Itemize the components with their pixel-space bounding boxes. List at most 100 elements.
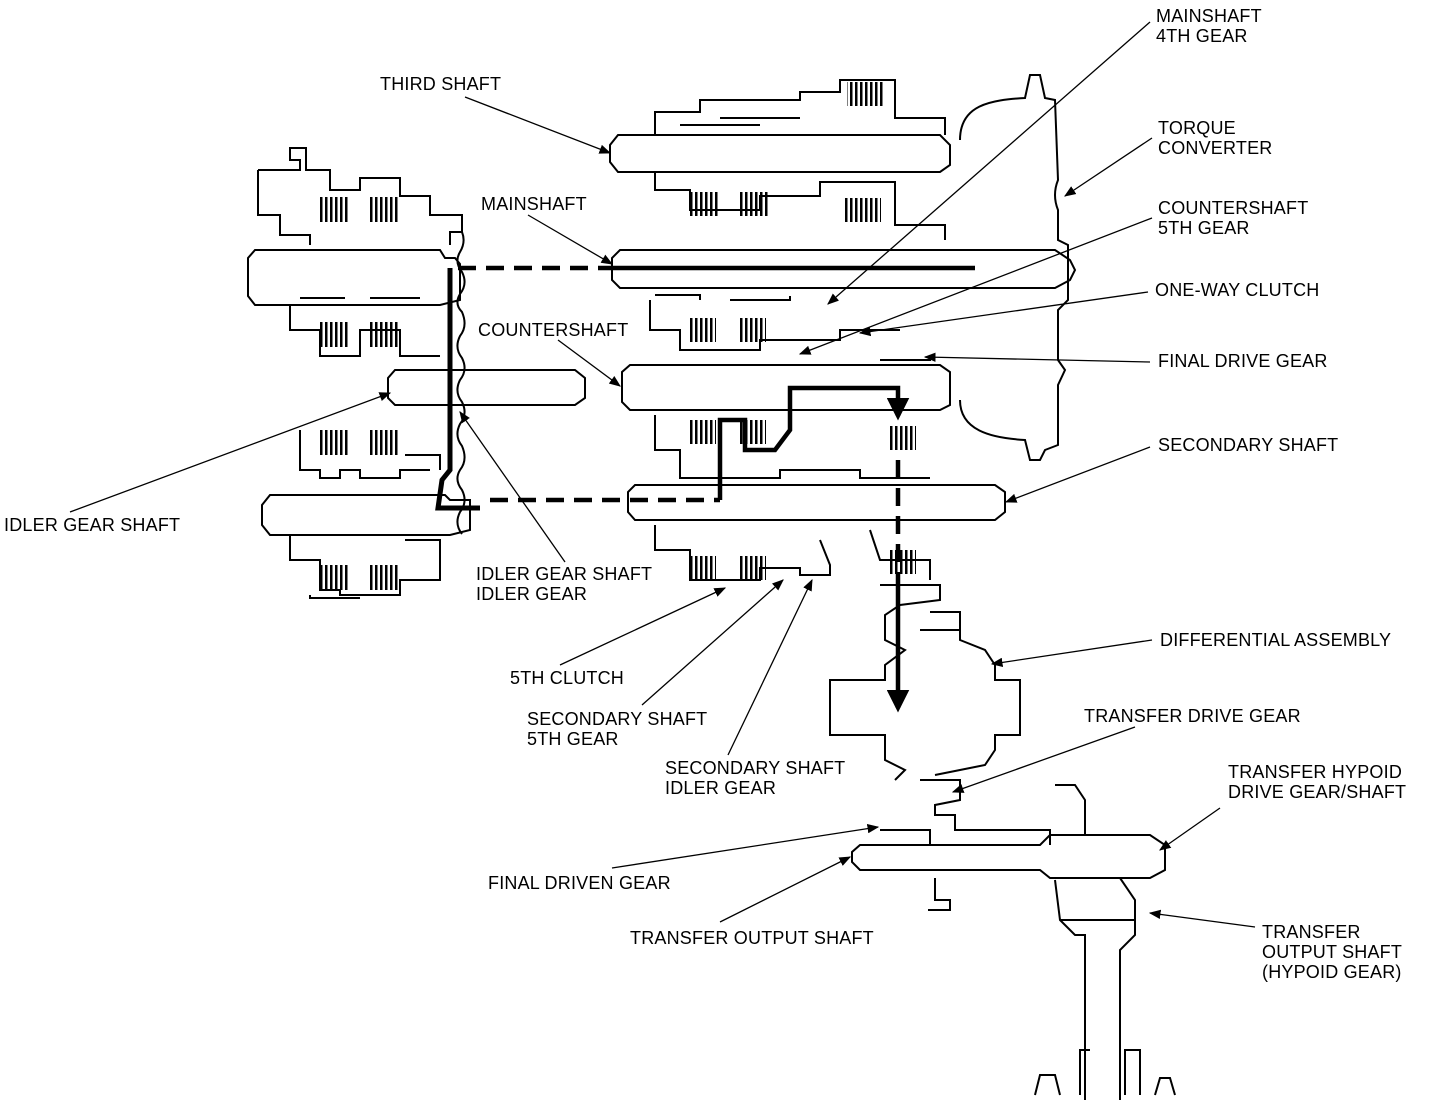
power-flow-path — [435, 265, 975, 713]
label-line: MAINSHAFT — [481, 194, 587, 214]
leader-secondary-shaft — [1004, 446, 1151, 503]
label-line: COUNTERSHAFT — [478, 320, 629, 340]
label-line: SECONDARY SHAFT — [527, 709, 708, 729]
label-line: DIFFERENTIAL ASSEMBLY — [1160, 630, 1392, 650]
leader-5th-clutch — [559, 587, 727, 666]
torque-converter-housing — [959, 74, 1069, 461]
leader-final-drive-gear — [923, 352, 1151, 363]
third-shaft-clutch-pack-3 — [740, 192, 768, 216]
left-clutch-pack-1 — [320, 197, 348, 222]
label-line: THIRD SHAFT — [380, 74, 502, 94]
label-line: IDLER GEAR SHAFT — [476, 564, 653, 584]
label-differential-assembly: DIFFERENTIAL ASSEMBLY — [1160, 630, 1391, 650]
label-third-shaft: THIRD SHAFT — [380, 74, 501, 94]
label-line: FINAL DRIVEN GEAR — [488, 873, 671, 893]
leader-idler-gear-shaft-idler-gear — [459, 411, 566, 563]
label-line: IDLER GEAR — [476, 584, 588, 604]
left-clutch-pack-6 — [370, 430, 398, 455]
differential-assembly — [829, 584, 1021, 781]
label-final-driven-gear: FINAL DRIVEN GEAR — [488, 873, 671, 893]
label-transfer-output-shaft: TRANSFER OUTPUT SHAFT — [630, 928, 874, 948]
label-line: SECONDARY SHAFT — [1158, 435, 1339, 455]
label-torque-converter: TORQUE CONVERTER — [1158, 118, 1273, 158]
third-shaft-clutch-pack-4 — [845, 198, 881, 222]
countershaft-clutch-pack-3 — [888, 426, 916, 450]
left-gear-assembly — [247, 147, 586, 599]
third-shaft-clutch-pack — [847, 82, 883, 106]
leader-lines — [69, 21, 1256, 928]
label-line: TRANSFER OUTPUT SHAFT — [630, 928, 874, 948]
mainshaft-clutch-pack-2 — [738, 318, 766, 342]
leader-final-driven-gear — [611, 823, 880, 869]
label-line: MAINSHAFT — [1156, 6, 1262, 26]
secondary-shaft-clutch-pack-3 — [888, 550, 916, 574]
left-clutch-pack-4 — [370, 322, 398, 347]
label-line: FINAL DRIVE GEAR — [1158, 351, 1328, 371]
leader-transfer-hypoid-drive-gear-shaft — [1159, 807, 1221, 851]
leader-idler-gear-shaft — [69, 392, 392, 513]
label-transfer-output-shaft-hypoid-gear: TRANSFER OUTPUT SHAFT (HYPOID GEAR) — [1262, 922, 1402, 982]
leader-countershaft-5th-gear — [798, 217, 1153, 355]
leader-torque-converter — [1064, 137, 1153, 197]
label-transfer-hypoid-drive-gear-shaft: TRANSFER HYPOID DRIVE GEAR/SHAFT — [1228, 762, 1406, 802]
label-line: IDLER GEAR — [665, 778, 777, 798]
mainshaft-assembly — [611, 249, 1077, 351]
countershaft-clutch-pack-2 — [738, 420, 766, 444]
leader-mainshaft — [527, 214, 614, 265]
label-line: TRANSFER — [1262, 922, 1361, 942]
label-line: OUTPUT SHAFT — [1262, 942, 1403, 962]
leader-countershaft — [557, 339, 621, 387]
left-clutch-pack-2 — [370, 197, 398, 222]
label-countershaft-5th-gear: COUNTERSHAFT 5TH GEAR — [1158, 198, 1308, 238]
leader-secondary-shaft-5th-gear — [641, 579, 784, 706]
transfer-assembly — [851, 779, 1176, 1100]
left-clutch-pack-3 — [320, 322, 348, 347]
label-countershaft: COUNTERSHAFT — [478, 320, 628, 340]
label-line: 4TH GEAR — [1156, 26, 1248, 46]
third-shaft-assembly — [609, 79, 951, 240]
label-line: DRIVE GEAR/SHAFT — [1228, 782, 1407, 802]
label-secondary-shaft: SECONDARY SHAFT — [1158, 435, 1338, 455]
label-line: TRANSFER HYPOID — [1228, 762, 1403, 782]
label-one-way-clutch: ONE-WAY CLUTCH — [1155, 280, 1319, 300]
label-line: ONE-WAY CLUTCH — [1155, 280, 1320, 300]
label-line: TORQUE — [1158, 118, 1236, 138]
countershaft-clutch-pack-1 — [688, 420, 716, 444]
left-clutch-pack-7 — [320, 565, 348, 590]
label-idler-gear-shaft: IDLER GEAR SHAFT — [4, 515, 180, 535]
label-idler-gear-shaft-idler-gear: IDLER GEAR SHAFT IDLER GEAR — [476, 564, 652, 604]
label-line: (HYPOID GEAR) — [1262, 962, 1402, 982]
label-secondary-shaft-5th-gear: SECONDARY SHAFT 5TH GEAR — [527, 709, 707, 749]
secondary-shaft-clutch-pack-1 — [688, 556, 716, 580]
label-line: SECONDARY SHAFT — [665, 758, 846, 778]
mainshaft-clutch-pack-1 — [688, 318, 716, 342]
left-clutch-pack-5 — [320, 430, 348, 455]
leader-secondary-shaft-idler-gear — [727, 578, 813, 756]
leader-transfer-output-shaft-hypoid-gear — [1148, 909, 1256, 928]
leader-differential-assembly — [990, 639, 1153, 668]
label-mainshaft-4th-gear: MAINSHAFT 4TH GEAR — [1156, 6, 1262, 46]
label-mainshaft: MAINSHAFT — [481, 194, 587, 214]
label-line: COUNTERSHAFT — [1158, 198, 1309, 218]
label-5th-clutch: 5TH CLUTCH — [510, 668, 624, 688]
label-line: 5TH GEAR — [527, 729, 619, 749]
left-clutch-pack-8 — [370, 565, 398, 590]
label-secondary-shaft-idler-gear: SECONDARY SHAFT IDLER GEAR — [665, 758, 845, 798]
countershaft-assembly — [621, 355, 951, 479]
label-transfer-drive-gear: TRANSFER DRIVE GEAR — [1084, 706, 1301, 726]
leader-transfer-drive-gear — [951, 726, 1136, 793]
label-line: IDLER GEAR SHAFT — [4, 515, 181, 535]
label-line: 5TH CLUTCH — [510, 668, 625, 688]
label-final-drive-gear: FINAL DRIVE GEAR — [1158, 351, 1328, 371]
label-line: TRANSFER DRIVE GEAR — [1084, 706, 1301, 726]
leader-mainshaft-4th-gear — [827, 21, 1151, 305]
secondary-shaft-clutch-pack-2 — [738, 556, 766, 580]
leader-transfer-output-shaft — [719, 856, 852, 923]
secondary-shaft-assembly — [627, 484, 1006, 581]
leader-third-shaft — [464, 96, 612, 154]
third-shaft-clutch-pack-2 — [690, 192, 718, 216]
label-line: CONVERTER — [1158, 138, 1273, 158]
label-line: 5TH GEAR — [1158, 218, 1250, 238]
leader-one-way-clutch — [858, 291, 1149, 337]
